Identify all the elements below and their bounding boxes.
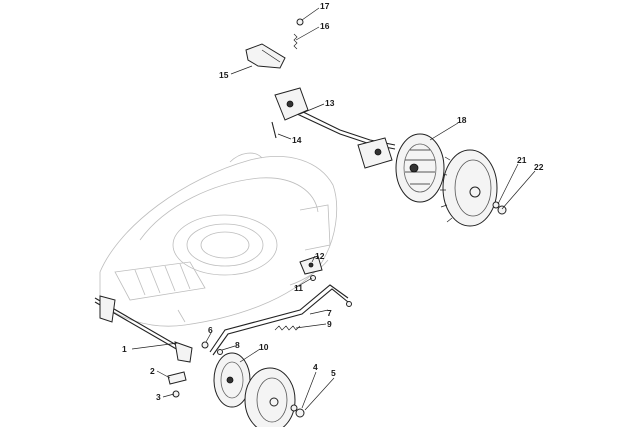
front-wheel: [244, 367, 296, 432]
pin: [271, 121, 277, 139]
callout-12: 12: [315, 251, 325, 261]
rear-wheel-cover: [395, 133, 445, 203]
leader-lines: [131, 7, 536, 411]
callout-9: 9: [327, 319, 332, 329]
height-bracket: [299, 255, 323, 275]
height-lever-handle: [245, 43, 286, 69]
rear-axle-assembly: [274, 87, 396, 169]
callout-4: 4: [313, 362, 318, 372]
lift-rod: [209, 284, 349, 356]
callout-8: 8: [235, 340, 240, 350]
small-hardware: [167, 201, 507, 418]
tension-spring: [274, 325, 301, 331]
callout-17: 17: [320, 1, 330, 11]
callout-1: 1: [122, 344, 127, 354]
callout-11: 11: [294, 283, 303, 293]
callout-5: 5: [331, 368, 336, 378]
callout-7: 7: [327, 308, 332, 318]
callout-22: 22: [534, 162, 544, 172]
callout-14: 14: [292, 135, 302, 145]
rear-wheel: [440, 149, 498, 227]
callout-6: 6: [208, 325, 213, 335]
callout-13: 13: [325, 98, 335, 108]
callout-2: 2: [150, 366, 155, 376]
callout-3: 3: [156, 392, 161, 402]
callout-21: 21: [517, 155, 527, 165]
callout-15: 15: [219, 70, 229, 80]
mower-deck-outline: [99, 152, 338, 327]
callout-10: 10: [259, 342, 269, 352]
callout-18: 18: [457, 115, 467, 125]
front-wheel-cover: [213, 352, 251, 408]
callout-16: 16: [320, 21, 330, 31]
front-axle: [94, 295, 193, 363]
cap-nut: [296, 18, 304, 26]
lever-spring: [293, 33, 298, 50]
callout-labels: 1 2 3 4 5 6 7 8 9 10 11 12 13 14 15 16 1…: [122, 1, 544, 402]
